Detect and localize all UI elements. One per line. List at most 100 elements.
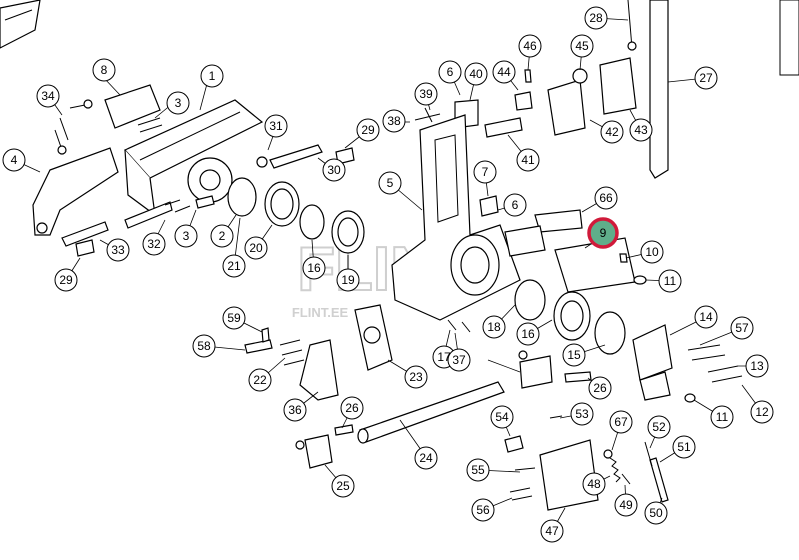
callout-50[interactable]: 50 (644, 501, 668, 525)
callout-label: 43 (634, 123, 648, 137)
callout-circle (331, 474, 355, 498)
callout-56[interactable]: 56 (471, 498, 495, 522)
callout-43[interactable]: 43 (629, 118, 653, 142)
callout-circle (588, 376, 612, 400)
callout-label: 55 (471, 463, 485, 477)
callout-label: 22 (253, 373, 267, 387)
callout-1[interactable]: 1 (200, 64, 224, 88)
callout-45[interactable]: 45 (570, 34, 594, 58)
callout-2[interactable]: 2 (210, 224, 234, 248)
callout-19[interactable]: 19 (336, 268, 360, 292)
callout-23[interactable]: 23 (404, 365, 428, 389)
callout-21[interactable]: 21 (222, 254, 246, 278)
callout-label: 6 (447, 65, 454, 79)
callout-15[interactable]: 15 (562, 343, 586, 367)
callout-circle (672, 435, 696, 459)
callout-29[interactable]: 29 (356, 118, 380, 142)
callout-circle (36, 84, 60, 108)
callout-circle (750, 400, 774, 424)
callout-label: 1 (209, 69, 216, 83)
callout-circle (647, 415, 671, 439)
callout-32[interactable]: 32 (142, 232, 166, 256)
callout-44[interactable]: 44 (492, 60, 516, 84)
callout-55[interactable]: 55 (466, 458, 490, 482)
callout-12[interactable]: 12 (750, 400, 774, 424)
callout-label: 47 (545, 524, 559, 538)
callout-circle (473, 160, 497, 184)
callout-27[interactable]: 27 (694, 66, 718, 90)
callout-40[interactable]: 40 (464, 62, 488, 86)
callout-label: 59 (227, 311, 241, 325)
callout-48[interactable]: 48 (582, 472, 606, 496)
callout-22[interactable]: 22 (248, 368, 272, 392)
callout-28[interactable]: 28 (584, 6, 608, 30)
callout-66[interactable]: 66 (594, 186, 618, 210)
callout-circle (694, 305, 718, 329)
callout-13[interactable]: 13 (745, 354, 769, 378)
callout-circle (340, 396, 364, 420)
callout-3[interactable]: 3 (166, 91, 190, 115)
callout-26[interactable]: 26 (340, 396, 364, 420)
callout-6[interactable]: 6 (503, 193, 527, 217)
callout-circle (609, 410, 633, 434)
callout-30[interactable]: 30 (322, 158, 346, 182)
callout-14[interactable]: 14 (694, 305, 718, 329)
callout-11[interactable]: 11 (710, 405, 734, 429)
callout-29[interactable]: 29 (54, 268, 78, 292)
callout-7[interactable]: 7 (473, 160, 497, 184)
callout-20[interactable]: 20 (244, 236, 268, 260)
callout-37[interactable]: 37 (447, 348, 471, 372)
callout-38[interactable]: 38 (382, 109, 406, 133)
callout-circle (54, 268, 78, 292)
callout-57[interactable]: 57 (730, 316, 754, 340)
callout-33[interactable]: 33 (106, 238, 130, 262)
part-drawings (0, 0, 799, 511)
callout-41[interactable]: 41 (516, 148, 540, 172)
callout-label: 21 (227, 259, 241, 273)
callout-26[interactable]: 26 (588, 376, 612, 400)
callout-4[interactable]: 4 (2, 148, 26, 172)
callout-label: 57 (735, 321, 749, 335)
callout-11[interactable]: 11 (658, 269, 682, 293)
callout-circle (336, 268, 360, 292)
callout-label: 32 (147, 237, 161, 251)
callout-46[interactable]: 46 (518, 34, 542, 58)
callout-label: 18 (487, 320, 501, 334)
callout-16[interactable]: 16 (302, 256, 326, 280)
callout-label: 29 (59, 273, 73, 287)
callout-label: 44 (497, 65, 511, 79)
callout-36[interactable]: 36 (283, 398, 307, 422)
callout-label: 2 (219, 229, 226, 243)
callout-18[interactable]: 18 (482, 315, 506, 339)
callout-25[interactable]: 25 (331, 474, 355, 498)
callout-label: 11 (716, 410, 729, 424)
callout-49[interactable]: 49 (614, 493, 638, 517)
callout-24[interactable]: 24 (414, 446, 438, 470)
callout-5[interactable]: 5 (378, 171, 402, 195)
callout-53[interactable]: 53 (570, 402, 594, 426)
callout-59[interactable]: 59 (222, 306, 246, 330)
callout-label: 39 (419, 87, 433, 101)
callout-51[interactable]: 51 (672, 435, 696, 459)
callout-circle (594, 186, 618, 210)
callout-6[interactable]: 6 (438, 60, 462, 84)
callout-label: 52 (652, 420, 666, 434)
watermark-site: FLINT.EE (292, 305, 349, 320)
callout-label: 40 (469, 67, 483, 81)
callout-34[interactable]: 34 (36, 84, 60, 108)
callout-58[interactable]: 58 (192, 334, 216, 358)
callout-54[interactable]: 54 (490, 405, 514, 429)
callout-8[interactable]: 8 (92, 58, 116, 82)
callout-42[interactable]: 42 (600, 120, 624, 144)
callout-67[interactable]: 67 (609, 410, 633, 434)
callout-circle (694, 66, 718, 90)
callout-52[interactable]: 52 (647, 415, 671, 439)
callout-31[interactable]: 31 (264, 114, 288, 138)
callout-label: 26 (593, 381, 607, 395)
callout-3[interactable]: 3 (174, 224, 198, 248)
callout-16[interactable]: 16 (516, 322, 540, 346)
callout-39[interactable]: 39 (414, 82, 438, 106)
callout-47[interactable]: 47 (540, 519, 564, 543)
callout-9[interactable]: 9 (587, 217, 619, 249)
callout-10[interactable]: 10 (640, 240, 664, 264)
